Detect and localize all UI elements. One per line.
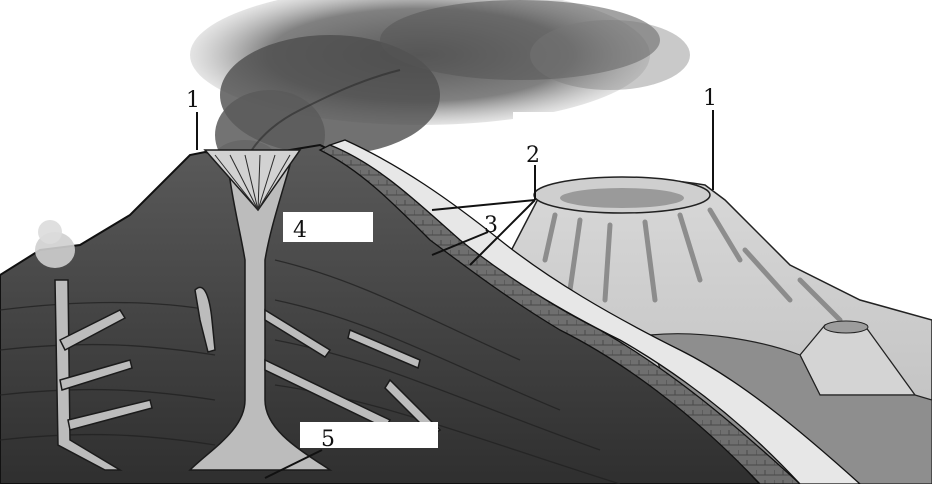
- side-vent-plume: [35, 220, 75, 268]
- label-3: 3: [484, 213, 498, 238]
- label-1-right: 1: [703, 86, 717, 111]
- label-4: 4: [293, 218, 307, 243]
- label-2: 2: [526, 143, 540, 168]
- label-5: 5: [321, 427, 335, 452]
- label-1-left: 1: [186, 88, 200, 113]
